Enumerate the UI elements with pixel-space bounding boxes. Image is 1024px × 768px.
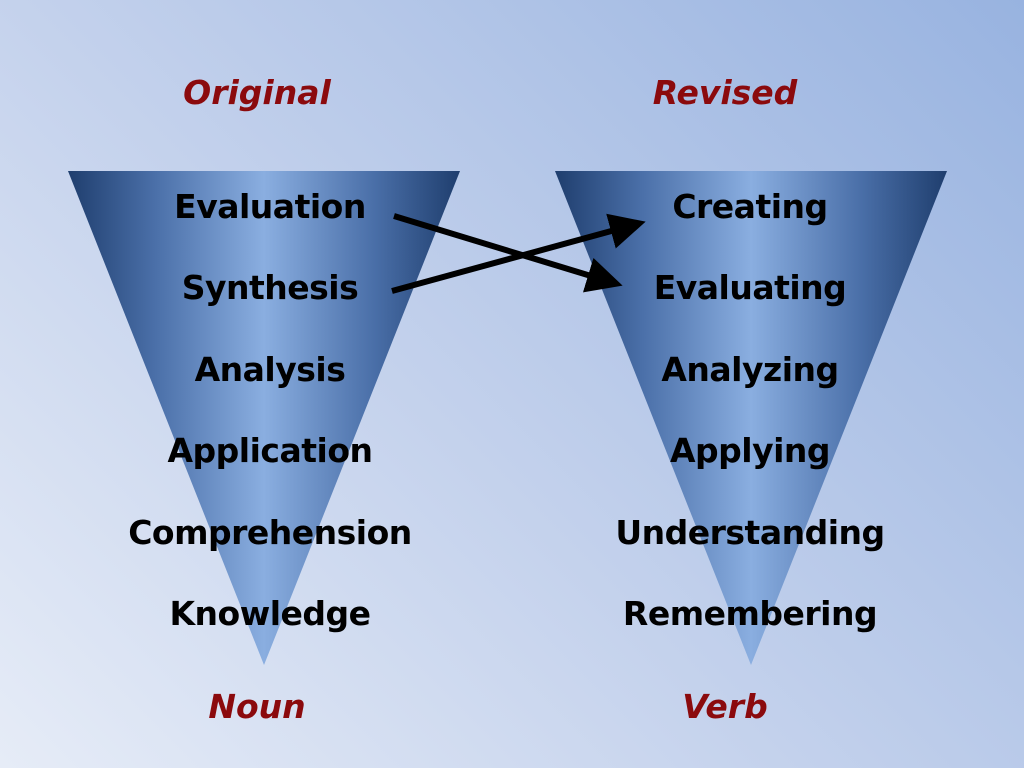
original-funnel (68, 171, 460, 665)
revised-level-analyzing: Analyzing (661, 349, 839, 389)
original-level-synthesis: Synthesis (181, 268, 359, 308)
revised-heading: Revised (652, 73, 798, 112)
original-level-analysis: Analysis (194, 349, 346, 389)
original-heading: Original (183, 73, 331, 112)
evaluation-to-evaluating-arrow (393, 213, 623, 293)
original-level-evaluation: Evaluation (174, 187, 366, 226)
noun-label: Noun (208, 687, 306, 726)
verb-label: Verb (682, 687, 768, 726)
original-levels-list: Evaluation Synthesis Analysis Applicatio… (70, 180, 470, 668)
original-level-comprehension: Comprehension (128, 512, 412, 552)
synthesis-to-creating-arrow (391, 213, 646, 294)
revised-levels-list: Creating Evaluating Analyzing Applying U… (550, 180, 950, 668)
original-level-application: Application (167, 431, 374, 471)
original-level-knowledge: Knowledge (169, 593, 371, 633)
revised-level-evaluating: Evaluating (653, 268, 847, 308)
revised-level-remembering: Remembering (622, 593, 878, 633)
revised-level-applying: Applying (669, 431, 831, 471)
revised-level-understanding: Understanding (615, 512, 885, 552)
revised-funnel (555, 171, 947, 665)
revised-level-creating: Creating (672, 187, 828, 226)
